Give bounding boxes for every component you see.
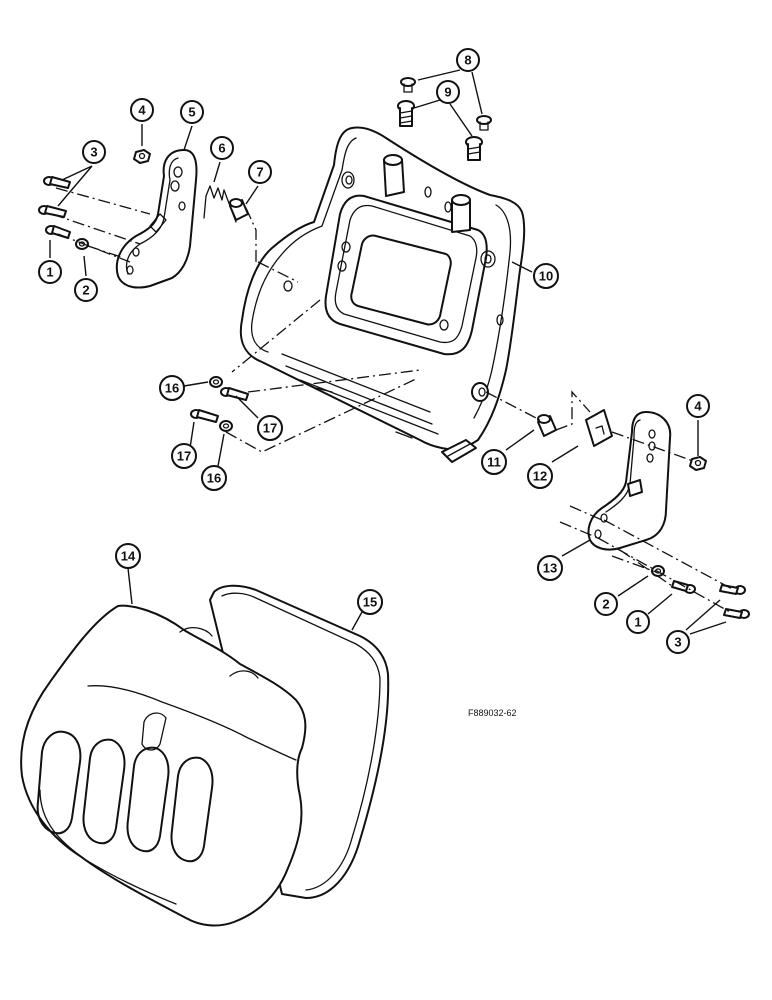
callout-15: 15 bbox=[357, 589, 383, 615]
svg-text:15: 15 bbox=[363, 595, 377, 610]
callout-3-left: 3 bbox=[82, 140, 106, 164]
svg-text:4: 4 bbox=[138, 103, 146, 118]
svg-text:1: 1 bbox=[46, 265, 53, 280]
svg-text:17: 17 bbox=[263, 421, 277, 436]
callout-14: 14 bbox=[115, 543, 141, 569]
callout-17-lower: 17 bbox=[171, 443, 197, 469]
svg-text:3: 3 bbox=[90, 145, 97, 160]
assembly-lines bbox=[51, 187, 735, 613]
screw-8-left bbox=[400, 77, 416, 93]
bolts-3-left bbox=[38, 176, 71, 218]
svg-text:6: 6 bbox=[218, 141, 225, 156]
callout-12: 12 bbox=[527, 463, 553, 489]
callout-2-right: 2 bbox=[594, 592, 618, 616]
nut-4-right bbox=[689, 456, 707, 471]
bolt-17-lower bbox=[190, 409, 219, 423]
svg-text:4: 4 bbox=[694, 399, 702, 414]
callout-10: 10 bbox=[533, 263, 559, 289]
callout-1-left: 1 bbox=[38, 260, 62, 284]
svg-text:1: 1 bbox=[634, 615, 641, 630]
plate-12 bbox=[585, 409, 613, 447]
svg-text:10: 10 bbox=[539, 269, 553, 284]
callout-2-left: 2 bbox=[74, 278, 98, 302]
callout-16-lower: 16 bbox=[201, 465, 227, 491]
bushing-7 bbox=[229, 198, 249, 221]
callout-4-right: 4 bbox=[686, 394, 710, 418]
washer-16-lower bbox=[219, 420, 233, 432]
bolt-17-upper bbox=[220, 387, 249, 401]
leader-lines bbox=[49, 69, 727, 635]
svg-text:9: 9 bbox=[444, 85, 451, 100]
callout-7: 7 bbox=[248, 160, 272, 184]
callout-3-right: 3 bbox=[666, 630, 690, 654]
seat-back-frame bbox=[239, 126, 526, 463]
bolt-1-left bbox=[45, 225, 71, 239]
callout-8: 8 bbox=[456, 48, 480, 72]
callout-5: 5 bbox=[180, 100, 204, 124]
svg-text:7: 7 bbox=[256, 165, 263, 180]
right-hinge-bracket bbox=[587, 411, 672, 551]
callout-11: 11 bbox=[481, 449, 507, 475]
callout-1-right: 1 bbox=[626, 610, 650, 634]
svg-text:14: 14 bbox=[121, 549, 136, 564]
svg-text:16: 16 bbox=[165, 381, 179, 396]
svg-text:16: 16 bbox=[207, 471, 221, 486]
left-hinge-bracket bbox=[115, 149, 198, 289]
bushing-11 bbox=[537, 414, 557, 437]
svg-text:12: 12 bbox=[533, 469, 547, 484]
callout-6: 6 bbox=[210, 136, 234, 160]
figure-code: F889032-62 bbox=[468, 708, 517, 718]
svg-text:17: 17 bbox=[177, 449, 191, 464]
callout-17-upper: 17 bbox=[257, 415, 283, 441]
svg-text:5: 5 bbox=[188, 105, 195, 120]
svg-text:3: 3 bbox=[674, 635, 681, 650]
bolt-9-left bbox=[397, 100, 415, 127]
callout-9: 9 bbox=[436, 80, 460, 104]
callout-13: 13 bbox=[537, 555, 563, 581]
svg-text:8: 8 bbox=[464, 53, 471, 68]
bolt-9-right bbox=[465, 136, 483, 161]
svg-text:2: 2 bbox=[602, 597, 609, 612]
callout-16-upper: 16 bbox=[159, 375, 185, 401]
nut-4-left bbox=[133, 149, 151, 164]
screw-8-right bbox=[476, 115, 492, 131]
bolt-1-right bbox=[671, 580, 696, 594]
svg-text:2: 2 bbox=[82, 283, 89, 298]
callout-4-left: 4 bbox=[130, 98, 154, 122]
washer-16-upper bbox=[209, 376, 223, 388]
cushion-14 bbox=[20, 604, 307, 927]
bolts-3-right bbox=[719, 584, 750, 619]
svg-text:13: 13 bbox=[543, 561, 557, 576]
svg-text:11: 11 bbox=[487, 455, 501, 470]
